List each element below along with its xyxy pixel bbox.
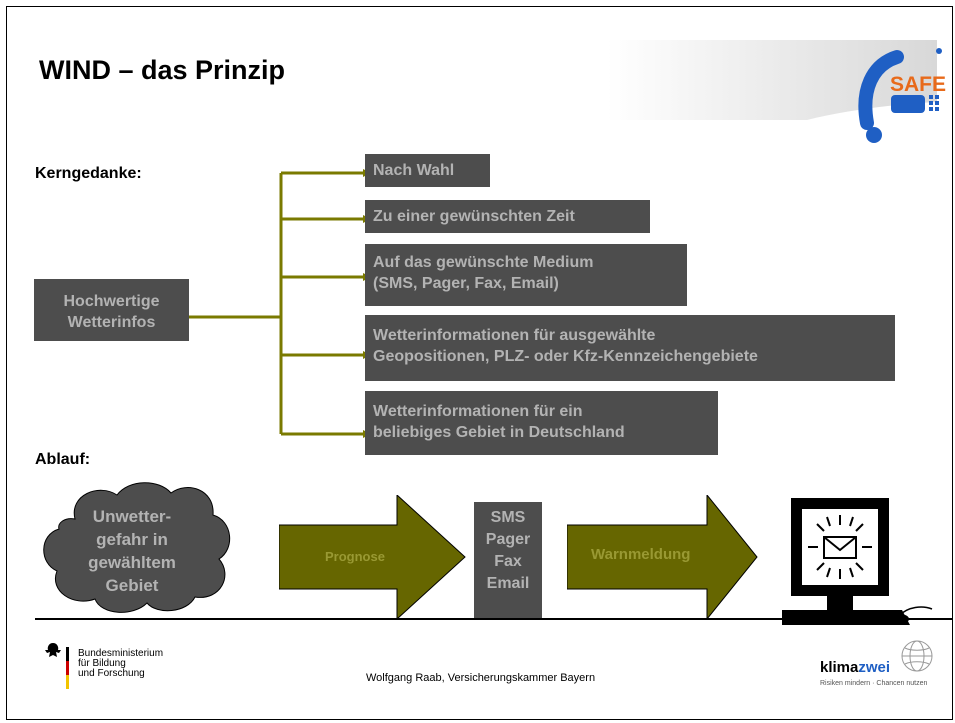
source-box-line: Hochwertige — [63, 293, 160, 310]
burst-lines — [808, 515, 872, 579]
branch-box-line: Nach Wahl — [373, 162, 455, 179]
page-title: WIND – das Prinzip — [39, 55, 286, 85]
ministry-line: für Bildung — [78, 658, 126, 669]
arrow-warnmeldung-label: Warnmeldung — [591, 546, 691, 563]
branch-box-line: beliebiges Gebiet in Deutschland — [373, 424, 625, 441]
media-text-line: SMS — [490, 509, 526, 526]
branch-box-line: Zu einer gewünschten Zeit — [373, 208, 575, 225]
branch-box-line: (SMS, Pager, Fax, Email) — [373, 275, 559, 292]
media-box — [474, 502, 542, 619]
connector-lines — [189, 169, 371, 438]
media-text: SMS Pager Fax Email — [476, 507, 540, 595]
media-text-line: Fax — [494, 553, 522, 570]
footer-divider — [35, 618, 952, 620]
safe-logo-text: SAFE — [890, 73, 946, 96]
branch-box-deutschland: Wetterinformationen für ein beliebiges G… — [365, 391, 718, 455]
branch-box-line: Wetterinformationen für ein — [373, 403, 583, 420]
branch-box-geopositionen: Wetterinformationen für ausgewählte Geop… — [365, 315, 895, 381]
header-decoration — [607, 40, 937, 120]
branch-box-nach-wahl: Nach Wahl — [365, 154, 490, 187]
slide: SAFE WIND – das Prinzip Kerngedanke: Abl… — [6, 6, 953, 720]
branch-box-zeit: Zu einer gewünschten Zeit — [365, 200, 650, 233]
klimazwei-logo: klimazwei Risiken mindern · Chancen nutz… — [817, 637, 945, 697]
ablauf-label: Ablauf: — [35, 451, 91, 468]
kerngedanke-label: Kerngedanke: — [35, 165, 142, 182]
branch-box-line: Geopositionen, PLZ- oder Kfz-Kennzeichen… — [373, 348, 758, 365]
cloud-shape — [43, 482, 231, 613]
globe-icon — [901, 640, 933, 672]
klimazwei-part1: klima — [820, 659, 859, 676]
arrow-warnmeldung — [567, 495, 758, 619]
federal-eagle-icon — [45, 643, 69, 689]
cloud-text-line: gefahr in — [96, 530, 168, 549]
cloud-text-line: Unwetter- — [92, 507, 172, 526]
source-box: Hochwertige Wetterinfos — [34, 279, 189, 341]
safe-logo: SAFE — [858, 48, 946, 143]
media-text-line: Email — [486, 575, 530, 592]
branch-box-line: Auf das gewünschte Medium — [373, 254, 594, 271]
ministry-line: und Forschung — [78, 668, 145, 679]
computer-monitor-icon — [782, 498, 933, 625]
branch-box-medium: Auf das gewünschte Medium (SMS, Pager, F… — [365, 244, 687, 306]
cloud-text-line: Gebiet — [105, 576, 159, 595]
envelope-icon — [823, 536, 857, 559]
cloud-text: Unwetter- gefahr in gewähltem Gebiet — [67, 505, 197, 597]
footer-author: Wolfgang Raab, Versicherungskammer Bayer… — [366, 672, 596, 684]
arrow-prognose-label: Prognose — [325, 549, 385, 564]
arrow-prognose — [279, 495, 466, 619]
branch-box-line: Wetterinformationen für ausgewählte — [373, 327, 656, 344]
media-text-line: Pager — [485, 531, 531, 548]
klimazwei-part2: zwei — [858, 659, 891, 676]
ministry-line: Bundesministerium — [78, 648, 164, 659]
klimazwei-tagline: Risiken mindern · Chancen nutzen — [820, 680, 928, 687]
cloud-text-line: gewähltem — [88, 553, 176, 572]
ministry-text: Bundesministerium für Bildung und Forsch… — [78, 649, 163, 679]
source-box-line: Wetterinfos — [67, 314, 156, 331]
